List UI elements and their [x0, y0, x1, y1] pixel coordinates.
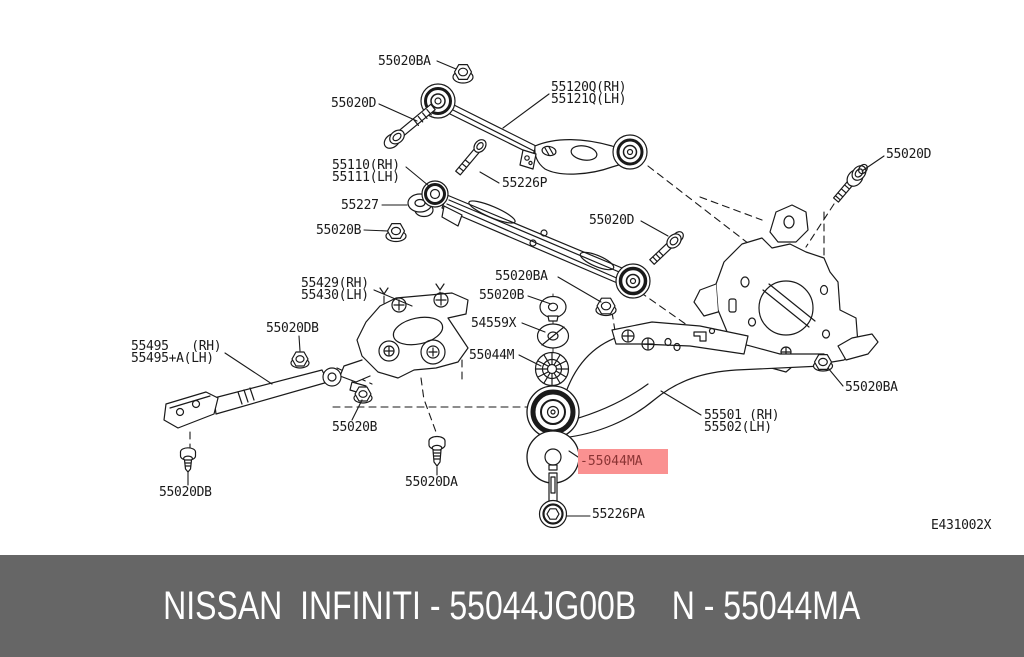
bushing-55044m: [534, 351, 570, 387]
bolt-55020d-middle: [649, 231, 684, 265]
bolt-55020d-topleft: [383, 103, 436, 149]
lower-arm: [561, 321, 825, 439]
part-label-55020db-top: 55020DB: [266, 321, 319, 336]
pin-55226pa: [538, 472, 568, 529]
part-label-55429: 55429(RH): [301, 276, 369, 291]
part-label-55111: 55111(LH): [332, 170, 400, 185]
part-label-55020d-topright: 55020D: [886, 147, 932, 162]
part-label-54559x: 54559X: [471, 316, 517, 331]
bracket-55429: [339, 283, 469, 395]
footer-banner: NISSAN INFINITI - 55044JG00B N - 55044MA: [0, 555, 1024, 657]
leader-lines: [187, 60, 885, 517]
part-label-55020b-lower: 55020B: [332, 420, 378, 435]
arm-bushing: [526, 385, 580, 439]
part-label-55020ba-top: 55020BA: [378, 54, 431, 69]
nut-55020ba-middle: [595, 297, 617, 317]
part-label-55020d-middle: 55020D: [589, 213, 635, 228]
part-label-55495a: 55495+A(LH): [131, 351, 214, 366]
highlighted-part-label-55044ma[interactable]: -55044MA: [578, 449, 668, 474]
part-label-55430: 55430(LH): [301, 288, 369, 303]
nut-55020ba-top: [452, 63, 474, 84]
part-label-55227: 55227: [341, 198, 379, 213]
part-label-55502: 55502(LH): [704, 420, 772, 435]
radius-rod: [421, 180, 651, 299]
part-label-55121q: 55121Q(LH): [551, 92, 627, 107]
part-label-55110: 55110(RH): [332, 158, 400, 173]
part-label-55501: 55501 (RH): [704, 408, 780, 423]
washer-55020b-stack: [539, 295, 567, 322]
washer-54559x: [536, 323, 570, 349]
nut-55020db-top: [290, 351, 310, 369]
nut-55020b-lower: [353, 386, 373, 404]
part-label-55226p: 55226P: [502, 176, 548, 191]
part-label-55020d-topleft: 55020D: [331, 96, 377, 111]
part-label-55020ba-middle: 55020BA: [495, 269, 548, 284]
part-label-55020b-middle: 55020B: [479, 288, 525, 303]
part-label-55020b-left: 55020B: [316, 223, 362, 238]
part-label-55020ba-right: 55020BA: [845, 380, 898, 395]
front-rod-55495: [163, 367, 342, 429]
part-label-55495: 55495 (RH): [131, 339, 222, 354]
screw-55020da: [428, 435, 446, 467]
part-label-55020da: 55020DA: [405, 475, 458, 490]
upper-arm: [420, 83, 648, 175]
bolt-55020d-topright: [832, 163, 868, 203]
bolt-55226p: [455, 139, 487, 176]
nut-55020b-left: [385, 223, 407, 243]
part-label-55120q: 55120Q(RH): [551, 80, 627, 95]
drawing-code: E431002X: [931, 518, 992, 533]
part-label-55020db-bottom: 55020DB: [159, 485, 212, 500]
screw-55020db-bottom: [179, 447, 197, 473]
part-label-55226pa: 55226PA: [592, 507, 645, 522]
footer-part-title: NISSAN INFINITI - 55044JG00B N - 55044MA: [163, 583, 861, 628]
part-label-55044m: 55044M: [469, 348, 515, 363]
